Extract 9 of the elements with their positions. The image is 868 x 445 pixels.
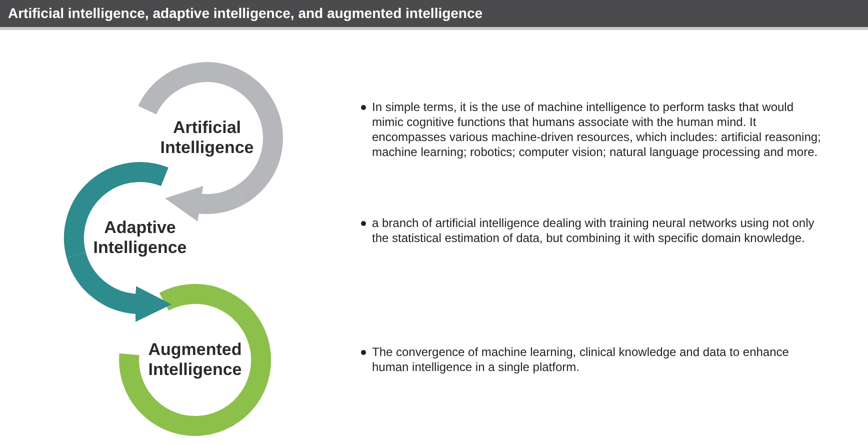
node-label: Adaptive Intelligence: [92, 218, 188, 258]
arrow: [164, 186, 244, 222]
node-label: Artificial Intelligence: [159, 118, 255, 158]
title-bar: Artificial intelligence, adaptive intelligence, and augmented intelligence: [0, 0, 868, 30]
bullet-text: The convergence of machine learning, clinical knowledge and data to enhance human intelligence in a single platform.: [372, 345, 789, 374]
bullet-text: In simple terms, it is the use of machine intelligence to perform tasks that would mimic cognitive functions that humans associate with the human mind. It encompasses various machine-driven resources, which includes: artificial reasoning; machine learning; robotics; computer vision; natural language processing and more.: [372, 100, 821, 159]
node-label: Augmented Intelligence: [147, 340, 243, 380]
bullet-text: a branch of artificial intelligence dealing with training neural networks using not only the statistical estimation of data, but combining it with specific domain knowledge.: [372, 216, 814, 245]
cycle-ring: [119, 284, 271, 436]
